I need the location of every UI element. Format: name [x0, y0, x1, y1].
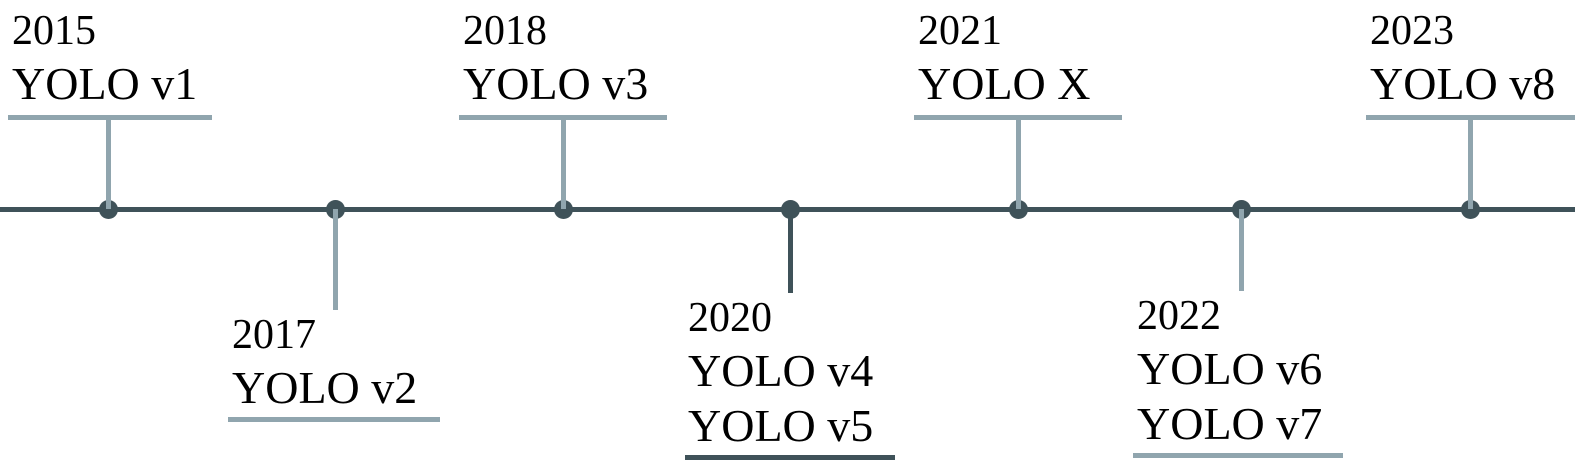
milestone-model-name: YOLO v7	[1137, 398, 1323, 449]
milestone-year: 2022	[1137, 293, 1221, 339]
milestone-year: 2023	[1370, 8, 1454, 54]
timeline-node-dot[interactable]	[1008, 200, 1028, 219]
milestone-model-name: YOLO v1	[12, 58, 198, 109]
milestone-year: 2021	[918, 8, 1002, 54]
timeline-node-dot[interactable]	[98, 200, 118, 219]
milestone-stem	[105, 120, 111, 209]
milestone-rule	[685, 455, 895, 460]
milestone-model-name: YOLO v3	[463, 58, 649, 109]
milestone-year: 2020	[688, 295, 772, 341]
milestone-model-name: YOLO X	[918, 58, 1091, 109]
milestone-rule	[914, 115, 1122, 120]
milestone-model-name: YOLO v5	[688, 400, 874, 451]
milestone-model-name: YOLO v6	[1137, 343, 1323, 394]
milestone-rule	[1366, 115, 1575, 120]
timeline-node-dot[interactable]	[553, 200, 573, 219]
milestone-model-name: YOLO v2	[232, 362, 418, 413]
milestone-stem	[787, 209, 793, 293]
milestone-stem	[1467, 120, 1473, 209]
milestone-stem	[332, 209, 338, 310]
milestone-model-name: YOLO v8	[1370, 58, 1556, 109]
milestone-stem	[1015, 120, 1021, 209]
milestone-rule	[228, 417, 440, 422]
milestone-model-name: YOLO v4	[688, 345, 874, 396]
milestone-rule	[1133, 453, 1343, 458]
milestone-stem	[1238, 209, 1244, 291]
milestone-year: 2018	[463, 8, 547, 54]
milestone-rule	[459, 115, 667, 120]
milestone-rule	[8, 115, 212, 120]
milestone-stem	[560, 120, 566, 209]
timeline-node-dot[interactable]	[1460, 200, 1480, 219]
milestone-year: 2017	[232, 312, 316, 358]
milestone-year: 2015	[12, 8, 96, 54]
